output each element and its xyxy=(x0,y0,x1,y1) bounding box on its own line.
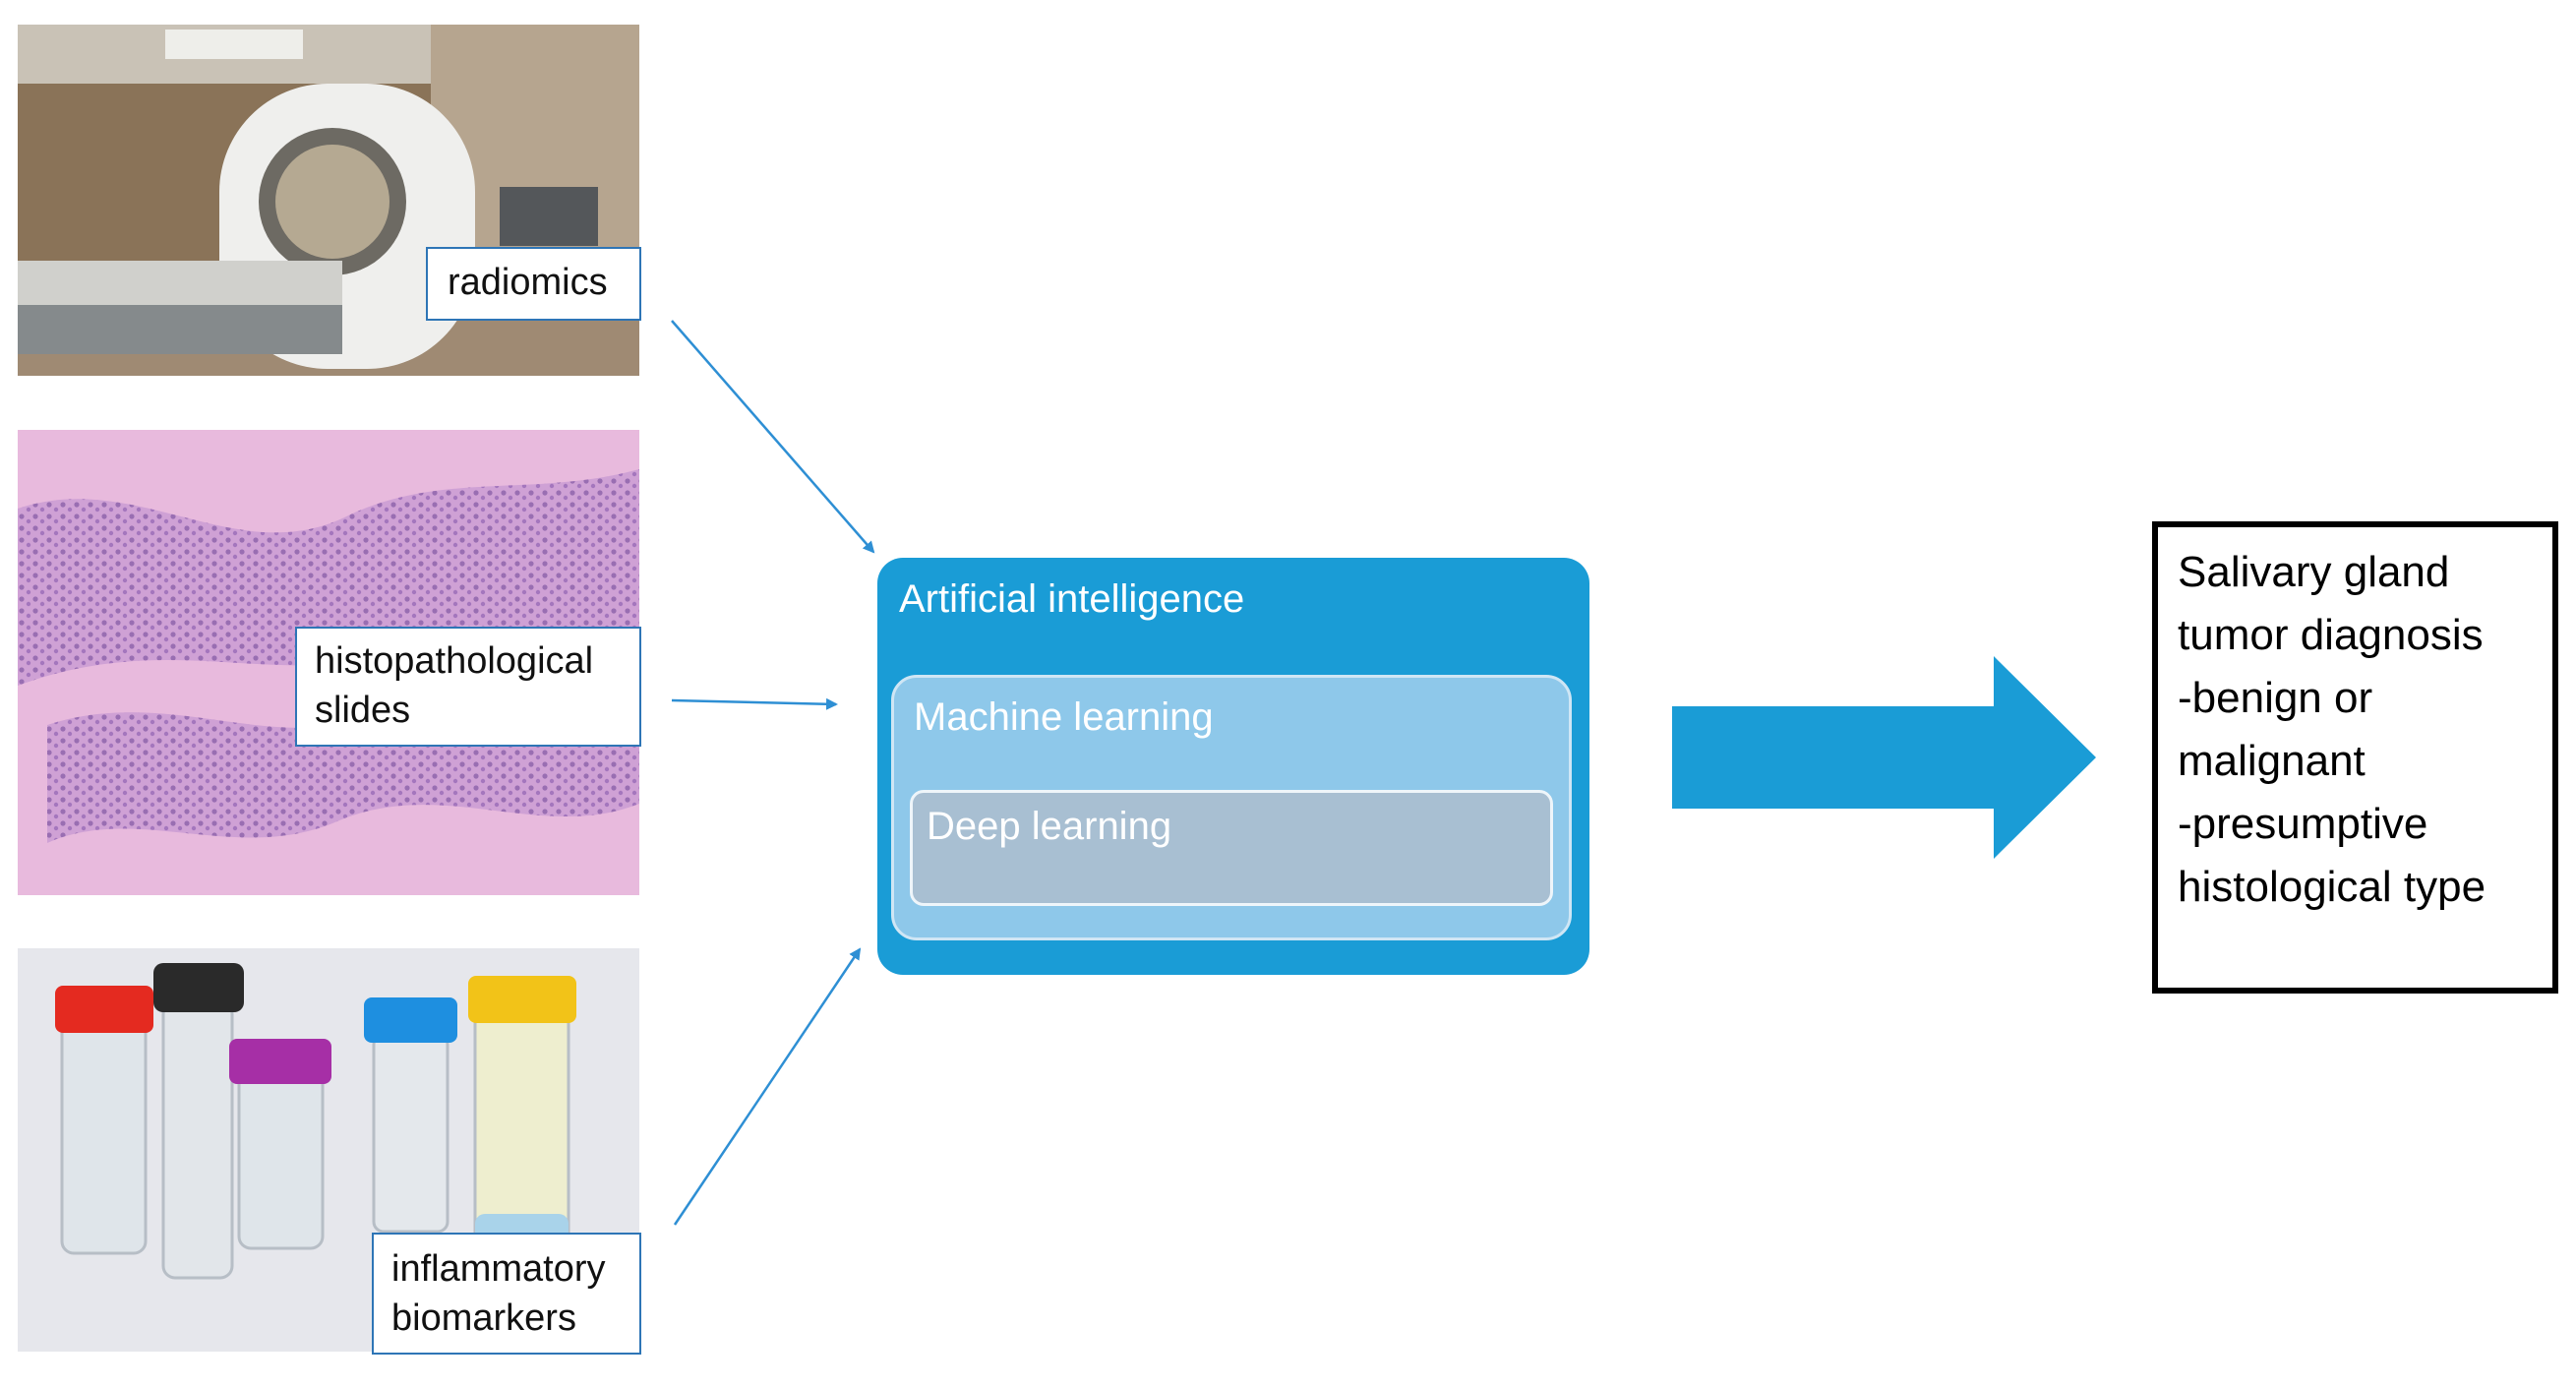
deep-learning-box: Deep learning xyxy=(910,790,1553,906)
result-line: Salivary gland xyxy=(2178,548,2450,596)
histopathological-slides-label: histopathological slides xyxy=(295,627,641,747)
result-line: -presumptive xyxy=(2178,800,2428,848)
ct-scanner-photo xyxy=(18,25,639,376)
biomarkers-label-line1: inflammatory xyxy=(391,1248,606,1290)
radiomics-connector-arrow xyxy=(671,320,875,554)
radiomics-label: radiomics xyxy=(426,247,641,321)
histopathological-label-line1: histopathological xyxy=(315,640,594,682)
histopathological-label-line2: slides xyxy=(315,690,411,731)
result-line: malignant xyxy=(2178,737,2366,785)
biomarkers-label-line2: biomarkers xyxy=(391,1297,576,1339)
deep-learning-title: Deep learning xyxy=(927,805,1172,848)
histo-connector-arrow xyxy=(671,697,838,710)
result-line: histological type xyxy=(2178,863,2486,911)
artificial-intelligence-box: Artificial intelligence Machine learning… xyxy=(877,558,1589,975)
diagnosis-result-box: Salivary gland tumor diagnosis -benign o… xyxy=(2152,521,2558,994)
artificial-intelligence-title: Artificial intelligence xyxy=(899,577,1245,621)
result-line: -benign or xyxy=(2178,674,2373,722)
output-arrow xyxy=(1672,656,2096,859)
radiomics-label-text: radiomics xyxy=(448,262,608,303)
biomarkers-connector-arrow xyxy=(673,947,862,1226)
result-line: tumor diagnosis xyxy=(2178,611,2484,659)
inflammatory-biomarkers-label: inflammatory biomarkers xyxy=(372,1233,641,1355)
machine-learning-title: Machine learning xyxy=(914,695,1214,739)
machine-learning-box: Machine learning Deep learning xyxy=(891,675,1572,940)
